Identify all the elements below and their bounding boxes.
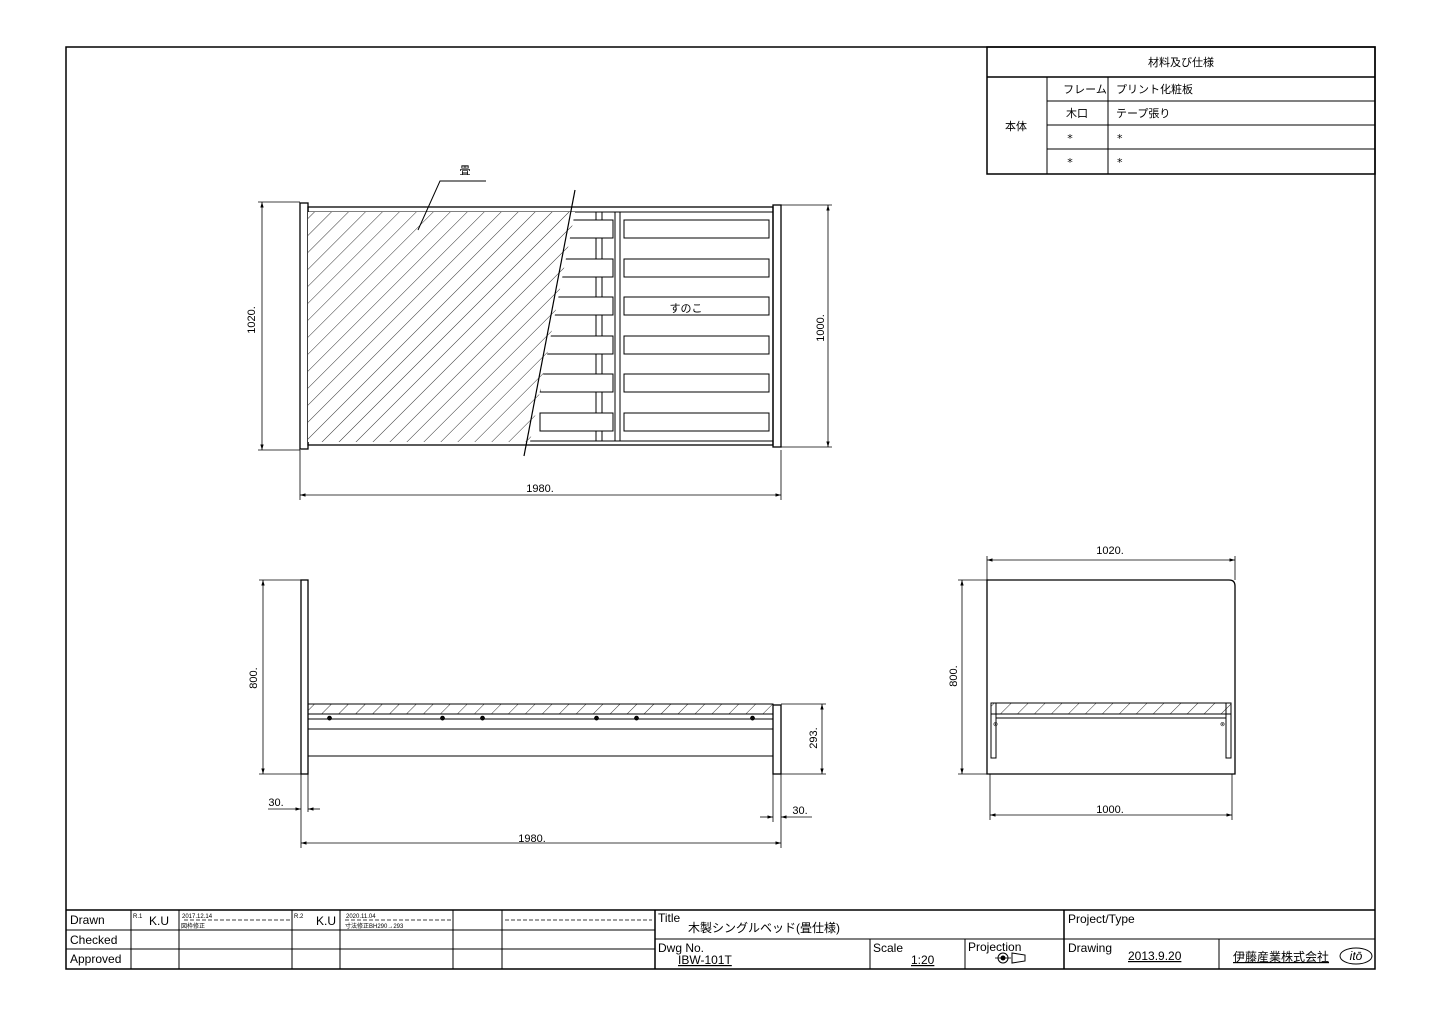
company-logo: itō: [1339, 947, 1373, 965]
scale-value: 1:20: [911, 953, 935, 967]
svg-text:⊗: ⊗: [750, 716, 755, 722]
dim-plan-head-width: 1020.: [246, 306, 258, 334]
drawing-title: 木製シングルベッド(畳仕様): [688, 921, 840, 935]
checked-label: Checked: [70, 933, 117, 947]
rev2-date: 2020.11.04: [346, 914, 376, 920]
tatami-end: [990, 702, 1232, 715]
dwg-no-label: Dwg No.: [658, 941, 704, 955]
dim-plan-length: 1980.: [526, 483, 554, 495]
svg-text:⊗: ⊗: [440, 716, 445, 722]
footboard-plan: [772, 204, 782, 448]
sunoko-slats: [539, 219, 770, 432]
drawn-label: Drawn: [70, 913, 105, 927]
svg-text:⊗: ⊗: [634, 716, 639, 722]
sunoko-label: すのこ: [670, 302, 703, 315]
side-view: ⊗ ⊗ ⊗ ⊗ ⊗ ⊗ 800. 293. 30. 30. 1980.: [248, 579, 826, 848]
rev2-initials: K.U: [316, 914, 336, 928]
rev1-date: 2017.12.14: [182, 914, 213, 920]
rev1-initials: K.U: [149, 914, 169, 928]
spec-row-material: プリント化粧板: [1116, 82, 1193, 96]
project-type-label: Project/Type: [1068, 912, 1135, 926]
svg-text:⊗: ⊗: [594, 716, 599, 722]
headboard-end: [986, 579, 1236, 775]
spec-row-part: *: [1067, 156, 1073, 169]
rev2-mark: R.2: [294, 914, 304, 920]
dwg-no-value: IBW-101T: [678, 953, 732, 967]
scale-label: Scale: [873, 941, 903, 955]
tatami-leader: [417, 180, 486, 231]
title-label: Title: [658, 911, 681, 925]
dim-side-frame-height: 293.: [808, 727, 820, 748]
drawing-date: 2013.9.20: [1128, 949, 1182, 963]
rev2-note: 寸法修正BH290→293: [345, 922, 404, 930]
slat-marks: ⊗ ⊗ ⊗ ⊗ ⊗ ⊗: [313, 713, 768, 722]
dim-end-top-width: 1020.: [1096, 545, 1124, 557]
plan-view: 畳 すのこ 1020. 1000. 1980.: [246, 164, 832, 500]
spec-row-part: フレーム: [1063, 83, 1107, 96]
svg-text:⊗: ⊗: [993, 722, 998, 728]
dim-side-height: 800.: [248, 667, 260, 688]
spec-row-part: 木口: [1066, 107, 1088, 120]
dim-end-height: 800.: [948, 665, 960, 686]
dim-side-length: 1980.: [518, 833, 546, 845]
title-block: Drawn Checked Approved R.1 K.U 2017.12.1…: [66, 909, 1375, 969]
spec-row-material: *: [1117, 132, 1123, 145]
rev1-note: 図枠修正: [181, 922, 205, 930]
dim-side-post-right: 30.: [792, 805, 807, 817]
headboard-side: [300, 579, 309, 775]
spec-table: 材料及び仕様 本体 フレーム プリント化粧板 木口 テープ張り * * * *: [986, 46, 1376, 175]
tatami-side: [307, 703, 774, 715]
spec-table-title: 材料及び仕様: [1148, 55, 1214, 69]
logo-text: itō: [1350, 949, 1363, 963]
dim-side-post-left: 30.: [268, 797, 283, 809]
dim-end-bottom-width: 1000.: [1096, 804, 1124, 816]
spec-row-material: テープ張り: [1116, 107, 1170, 120]
sheet-border: [65, 46, 1376, 970]
drawing-date-label: Drawing: [1068, 941, 1112, 955]
svg-text:⊗: ⊗: [1220, 722, 1225, 728]
tatami-hatch: [308, 212, 575, 442]
headboard-plan: [299, 202, 309, 450]
company-name: 伊藤産業株式会社: [1233, 949, 1329, 964]
dim-plan-foot-width: 1000.: [815, 314, 827, 342]
break-line: [523, 189, 576, 457]
projection-label: Projection: [968, 940, 1021, 954]
rev1-mark: R.1: [133, 914, 143, 920]
end-view: ⊗ ⊗ 1020. 800. 1000.: [948, 545, 1236, 820]
svg-text:⊗: ⊗: [480, 716, 485, 722]
approved-label: Approved: [70, 952, 121, 966]
tatami-label: 畳: [460, 164, 471, 177]
spec-row-material: *: [1117, 156, 1123, 169]
footboard-side: [772, 704, 782, 775]
spec-row-part: *: [1067, 132, 1073, 145]
third-angle-projection-icon: [995, 952, 1026, 964]
svg-text:⊗: ⊗: [327, 716, 332, 722]
spec-group-label: 本体: [1005, 119, 1027, 133]
